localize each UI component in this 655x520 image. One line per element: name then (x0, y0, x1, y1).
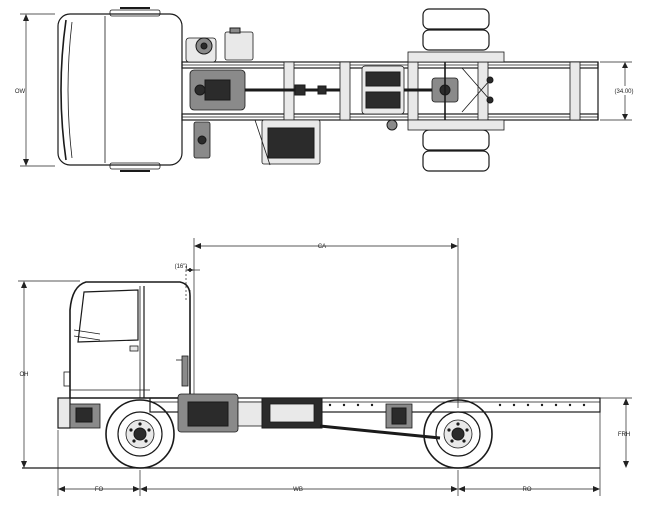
cab-side (63, 281, 191, 399)
ro-label: RO (523, 487, 532, 493)
cab-clearance-label: (16") (175, 264, 188, 270)
drivetrain-top (185, 27, 494, 120)
oh-dimension: OH (18, 280, 80, 468)
frh-dimension: FRH (600, 397, 632, 468)
ow-label: OW (15, 89, 26, 95)
ca-dimension: CA (193, 238, 459, 408)
front-wheel (105, 399, 175, 469)
oh-label: OH (20, 372, 29, 378)
top-view: OW (15, 7, 638, 172)
ow-dimension: OW (15, 13, 55, 167)
drivetrain-side (177, 393, 441, 440)
frh-label: FRH (618, 432, 630, 438)
rear-wheels-top (386, 8, 505, 172)
ca-label: CA (318, 244, 326, 250)
side-tank-top (193, 119, 321, 166)
frame-width-label: (34.00) (614, 89, 633, 95)
fo-label: FO (95, 487, 104, 493)
wb-label: WB (293, 487, 303, 493)
cab-top (57, 7, 183, 172)
side-view: CA (16") OH (18, 238, 632, 496)
frame-width-dimension: (34.00) (600, 61, 638, 121)
front-bumper (57, 397, 101, 429)
length-dimensions: FO WB RO (57, 412, 601, 496)
rear-wheel (423, 399, 493, 469)
